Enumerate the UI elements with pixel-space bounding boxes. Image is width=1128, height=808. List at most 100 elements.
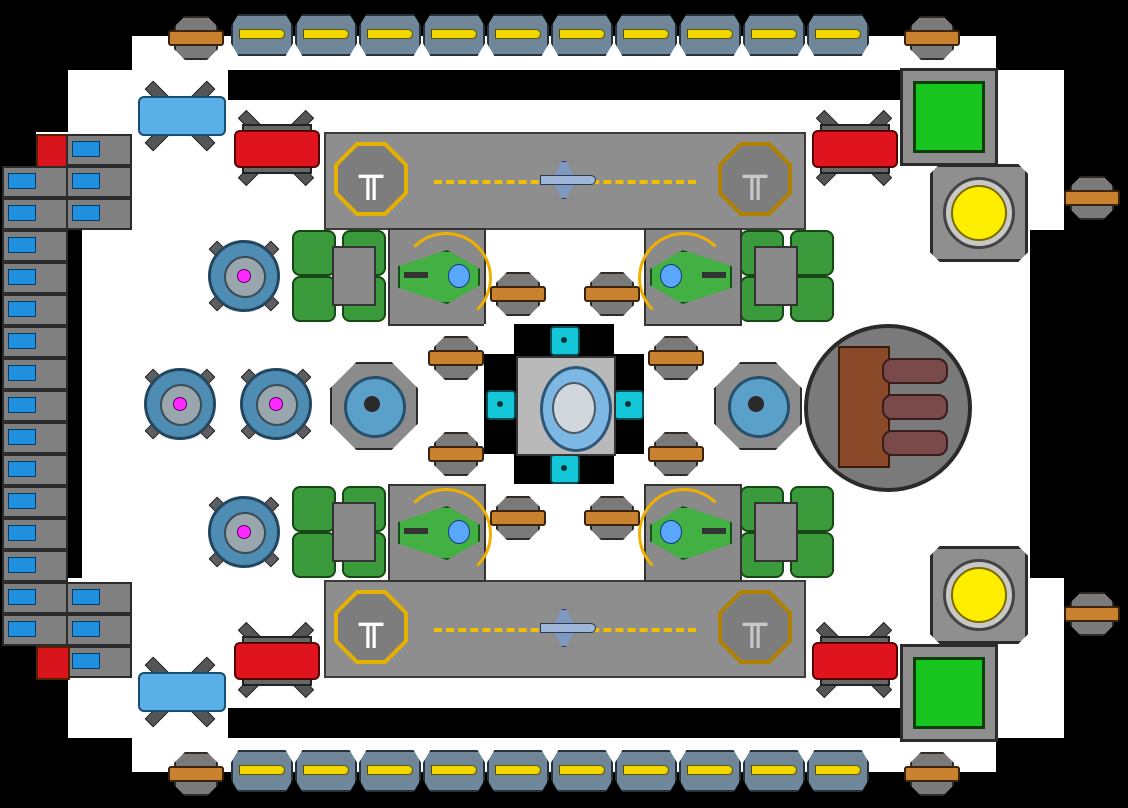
gun-mount-icon[interactable] — [426, 328, 484, 384]
gun-mount-icon[interactable] — [166, 744, 224, 800]
runway-bottom: ╥ ╥ — [324, 580, 806, 678]
shield-generator-icon[interactable] — [202, 234, 284, 316]
missile-pod-icon[interactable] — [421, 746, 485, 792]
red-cannon-icon[interactable] — [806, 100, 900, 194]
cyan-node-icon[interactable] — [486, 390, 516, 420]
generator-icon[interactable] — [710, 358, 802, 450]
missile-pod-icon[interactable] — [485, 746, 549, 792]
engine-icon[interactable] — [292, 484, 388, 578]
cyan-node-icon[interactable] — [550, 454, 580, 484]
missile-pod-icon[interactable] — [741, 10, 805, 56]
gun-mount-icon[interactable] — [426, 424, 484, 480]
engine-icon[interactable] — [740, 228, 836, 322]
missile-pod-icon[interactable] — [613, 10, 677, 56]
fighter-bay-icon[interactable] — [638, 228, 742, 326]
fighter-plane-icon[interactable] — [534, 159, 600, 199]
battery-cell-icon[interactable] — [2, 390, 68, 422]
gun-mount-icon[interactable] — [488, 264, 546, 320]
missile-pod-icon[interactable] — [549, 10, 613, 56]
battery-cell-icon[interactable] — [2, 230, 68, 262]
missile-pod-icon[interactable] — [357, 10, 421, 56]
landing-pad-left[interactable]: ╥ — [334, 142, 408, 216]
beam-emitter-icon[interactable] — [134, 648, 226, 734]
missile-pod-icon[interactable] — [421, 10, 485, 56]
battery-cell-icon[interactable] — [2, 358, 68, 390]
yellow-light-icon[interactable] — [930, 546, 1028, 644]
yellow-light-icon[interactable] — [930, 164, 1028, 262]
green-module-icon[interactable] — [900, 68, 998, 166]
red-cannon-icon[interactable] — [228, 100, 322, 194]
missile-pod-icon[interactable] — [677, 10, 741, 56]
cyan-node-icon[interactable] — [614, 390, 644, 420]
battery-cell-icon[interactable] — [2, 326, 68, 358]
battery-cell-icon[interactable] — [2, 614, 68, 646]
battery-cell-icon[interactable] — [2, 518, 68, 550]
inner-bar-right — [1030, 230, 1064, 578]
heavy-turret-icon[interactable] — [804, 324, 972, 492]
engine-icon[interactable] — [292, 228, 388, 322]
battery-red-top[interactable] — [36, 134, 70, 168]
battery-cell-icon[interactable] — [66, 582, 132, 614]
gun-mount-icon[interactable] — [1062, 584, 1120, 640]
missile-pod-icon[interactable] — [805, 746, 869, 792]
core-frame-cutout-br — [614, 454, 644, 484]
missile-pod-icon[interactable] — [741, 746, 805, 792]
gun-mount-icon[interactable] — [1062, 168, 1120, 224]
battery-cell-icon[interactable] — [66, 614, 132, 646]
battery-cell-icon[interactable] — [2, 166, 68, 198]
missile-pod-icon[interactable] — [293, 746, 357, 792]
battery-cell-icon[interactable] — [66, 134, 132, 166]
landing-pad-left[interactable]: ╥ — [334, 590, 408, 664]
gun-mount-icon[interactable] — [582, 488, 640, 544]
missile-pod-icon[interactable] — [229, 746, 293, 792]
missile-pod-icon[interactable] — [229, 10, 293, 56]
fighter-bay-icon[interactable] — [388, 228, 492, 326]
battery-cell-icon[interactable] — [2, 454, 68, 486]
fighter-bay-icon[interactable] — [638, 484, 742, 582]
battery-cell-icon[interactable] — [2, 486, 68, 518]
missile-pod-icon[interactable] — [805, 10, 869, 56]
green-module-icon[interactable] — [900, 644, 998, 742]
landing-pad-right[interactable]: ╥ — [718, 142, 792, 216]
beam-emitter-icon[interactable] — [134, 72, 226, 158]
inner-bar-top — [228, 70, 902, 100]
shield-generator-icon[interactable] — [202, 490, 284, 572]
battery-cell-icon[interactable] — [66, 646, 132, 678]
core-frame-cutout-tr — [614, 324, 644, 354]
battery-cell-icon[interactable] — [66, 198, 132, 230]
battery-cell-icon[interactable] — [2, 582, 68, 614]
missile-pod-icon[interactable] — [485, 10, 549, 56]
gun-mount-icon[interactable] — [902, 8, 960, 64]
red-cannon-icon[interactable] — [806, 612, 900, 706]
gun-mount-icon[interactable] — [582, 264, 640, 320]
battery-cell-icon[interactable] — [2, 262, 68, 294]
shield-generator-icon[interactable] — [138, 362, 220, 444]
missile-pod-icon[interactable] — [293, 10, 357, 56]
missile-pod-icon[interactable] — [357, 746, 421, 792]
missile-pod-icon[interactable] — [549, 746, 613, 792]
shield-generator-icon[interactable] — [234, 362, 316, 444]
missile-pod-icon[interactable] — [613, 746, 677, 792]
missile-pod-icon[interactable] — [677, 746, 741, 792]
battery-cell-icon[interactable] — [66, 166, 132, 198]
battery-red-bottom[interactable] — [36, 646, 70, 680]
fighter-plane-icon[interactable] — [534, 607, 600, 647]
landing-pad-right[interactable]: ╥ — [718, 590, 792, 664]
gun-mount-icon[interactable] — [902, 744, 960, 800]
engine-icon[interactable] — [740, 484, 836, 578]
cyan-node-icon[interactable] — [550, 326, 580, 356]
generator-icon[interactable] — [326, 358, 418, 450]
gun-mount-icon[interactable] — [646, 328, 704, 384]
gun-mount-icon[interactable] — [488, 488, 546, 544]
fighter-bay-icon[interactable] — [388, 484, 492, 582]
gun-mount-icon[interactable] — [166, 8, 224, 64]
red-cannon-icon[interactable] — [228, 612, 322, 706]
cockpit-icon[interactable] — [516, 356, 616, 456]
battery-cell-icon[interactable] — [2, 198, 68, 230]
battery-cell-icon[interactable] — [2, 294, 68, 326]
inner-bar-bottom — [228, 708, 902, 738]
battery-cell-icon[interactable] — [2, 550, 68, 582]
core-frame-cutout-tl — [484, 324, 514, 354]
battery-cell-icon[interactable] — [2, 422, 68, 454]
gun-mount-icon[interactable] — [646, 424, 704, 480]
